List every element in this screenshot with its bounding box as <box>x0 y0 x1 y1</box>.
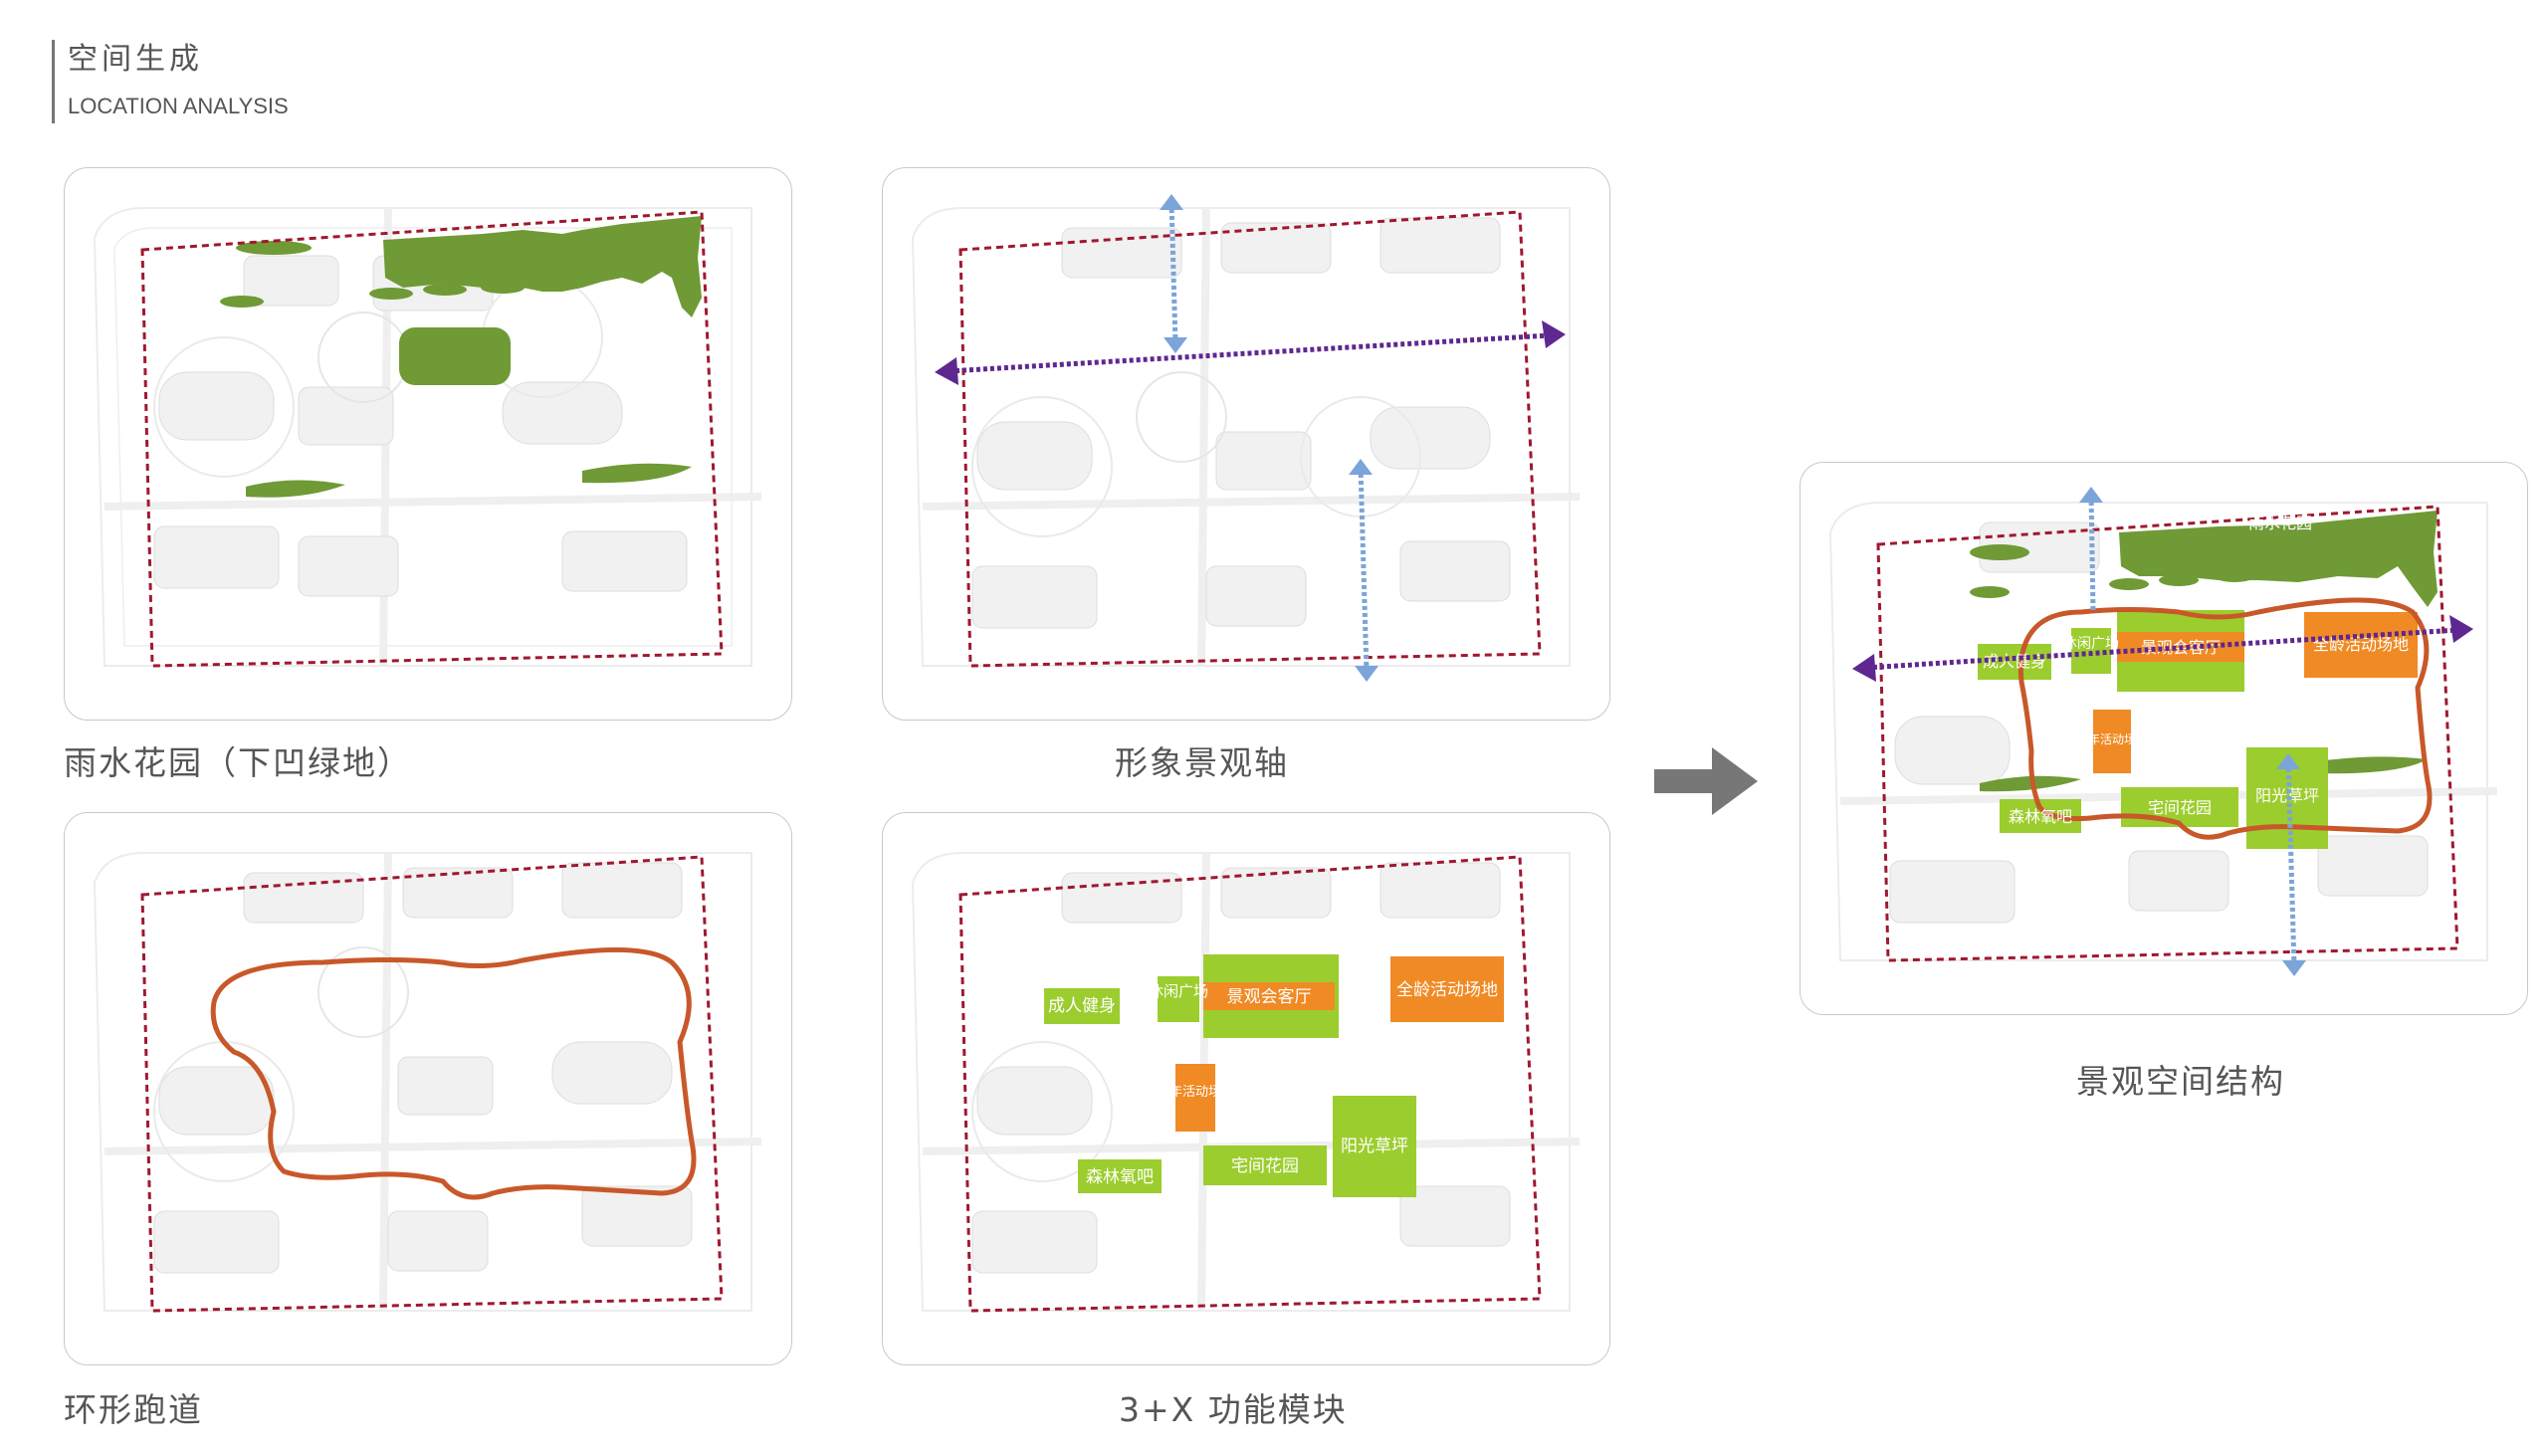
label-leisure-plaza: 休闲广场 <box>1149 983 1208 1000</box>
label-elderly-area: 老年活动场地 <box>2076 732 2148 746</box>
ring-track-loop <box>210 946 697 1200</box>
primary-east-west-axis <box>1852 615 2473 682</box>
site-boundary <box>140 210 724 668</box>
module-blocks <box>1044 954 1504 1197</box>
south-axis-arrow <box>2276 753 2306 976</box>
rain-garden-label: 雨水花园 <box>2248 515 2312 532</box>
structure-map: 雨水花园 成人健身 休闲广场 景观会客厅 全龄活动场地 老年活动场地 森林氧吧 … <box>1828 487 2498 976</box>
modules-map: 成人健身 休闲广场 景观会客厅 全龄活动场地 老年活动场地 森林氧吧 宅间花园 … <box>911 852 1581 1313</box>
arrow-right-icon <box>1654 747 1758 815</box>
section-title: 空间生成 <box>68 42 203 77</box>
ring-track-caption: 环形跑道 <box>64 1390 203 1429</box>
ring-track-loop <box>2017 597 2433 840</box>
north-axis-arrow <box>2079 487 2103 613</box>
ring-track-map <box>93 852 762 1313</box>
site-boundary <box>958 855 1542 1313</box>
label-adult-fitness: 成人健身 <box>1048 996 1116 1015</box>
label-forest-oxygen: 森林氧吧 <box>1086 1167 1154 1186</box>
modules-caption: 3+X 功能模块 <box>1119 1390 1348 1429</box>
structure-caption: 景观空间结构 <box>2076 1062 2285 1101</box>
module-labels: 成人健身 休闲广场 景观会客厅 全龄活动场地 老年活动场地 森林氧吧 宅间花园 … <box>1048 980 1498 1186</box>
primary-east-west-axis <box>935 320 1566 385</box>
site-plan-base <box>911 207 1581 667</box>
label-elderly-area: 老年活动场地 <box>1157 1084 1234 1099</box>
site-boundary <box>958 210 1542 668</box>
rain-garden-panel <box>64 167 792 721</box>
rain-garden-caption: 雨水花园（下凹绿地） <box>64 743 412 782</box>
landscape-axis-panel <box>882 167 1610 721</box>
modules-panel: 成人健身 休闲广场 景观会客厅 全龄活动场地 老年活动场地 森林氧吧 宅间花园 … <box>882 812 1610 1365</box>
ring-track-panel <box>64 812 792 1365</box>
label-leisure-plaza: 休闲广场 <box>2063 635 2119 651</box>
site-plan-base <box>93 852 762 1312</box>
structure-panel: 雨水花园 成人健身 休闲广场 景观会客厅 全龄活动场地 老年活动场地 森林氧吧 … <box>1800 462 2528 1015</box>
label-forest-oxygen: 森林氧吧 <box>2009 808 2072 826</box>
rain-garden-patches <box>220 216 702 498</box>
label-house-garden: 宅间花园 <box>1231 1156 1299 1175</box>
label-all-age-area: 全龄活动场地 <box>2313 636 2409 654</box>
section-subtitle: LOCATION ANALYSIS <box>68 94 289 118</box>
landscape-axis-caption: 形象景观轴 <box>1115 743 1289 782</box>
south-axis-arrow <box>1349 459 1379 682</box>
label-sunny-lawn: 阳光草坪 <box>1341 1137 1408 1155</box>
site-plan-base <box>911 852 1581 1312</box>
section-header: 空间生成 LOCATION ANALYSIS <box>52 40 289 123</box>
north-axis-arrow <box>1160 194 1187 353</box>
site-boundary <box>1876 505 2459 962</box>
site-boundary <box>140 855 724 1313</box>
rain-garden-map <box>93 207 762 668</box>
rain-garden-patches <box>1970 511 2438 792</box>
label-sunny-lawn: 阳光草坪 <box>2255 787 2319 805</box>
label-landscape-lounge: 景观会客厅 <box>1227 987 1312 1006</box>
label-all-age-area: 全龄活动场地 <box>1396 980 1498 999</box>
landscape-axis-map <box>911 194 1581 682</box>
label-house-garden: 宅间花园 <box>2148 799 2212 817</box>
